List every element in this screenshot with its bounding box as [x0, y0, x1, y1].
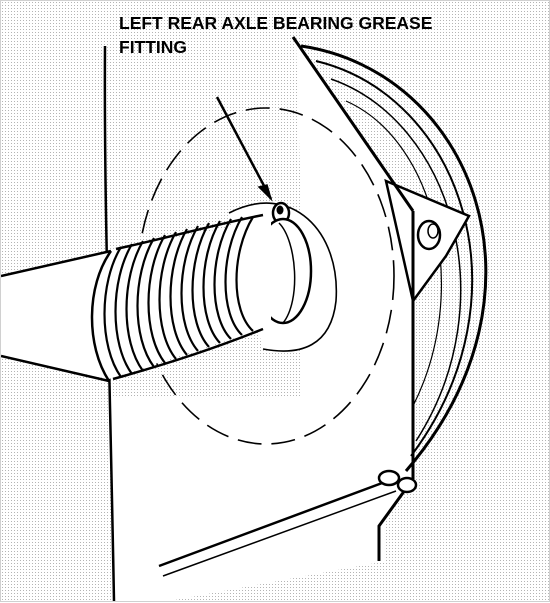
backing-plate — [113, 39, 413, 601]
brake-rod-lower — [162, 490, 397, 577]
drum-rim-outer — [300, 44, 488, 472]
dashed-bearing-circle — [137, 107, 395, 445]
axle-tube-end — [90, 250, 113, 382]
brake-rod-nut — [396, 476, 418, 494]
brake-rod-clip — [377, 469, 401, 487]
housing-edge-lower — [377, 478, 415, 561]
brake-rod — [158, 477, 394, 568]
leader-arrowhead — [257, 184, 273, 202]
drum-rim-middle — [315, 60, 473, 457]
housing-edge-upper — [291, 36, 415, 212]
axle-boot-ribs — [103, 216, 254, 378]
bearing-collar-rim — [278, 222, 296, 324]
callout-label-line2: FITTING — [119, 37, 188, 57]
leader-line — [215, 96, 273, 200]
callout-label-line1: LEFT REAR AXLE BEARING GREASE — [119, 13, 433, 33]
bracket-stud-top — [427, 223, 439, 239]
grease-fitting-tip — [276, 205, 284, 215]
axle-tube-bottom-edge — [1, 354, 110, 383]
axle-tube-top-edge — [1, 249, 112, 278]
axle-boot-bottom-outline — [112, 327, 264, 381]
axle-boot-top-outline — [115, 213, 264, 251]
